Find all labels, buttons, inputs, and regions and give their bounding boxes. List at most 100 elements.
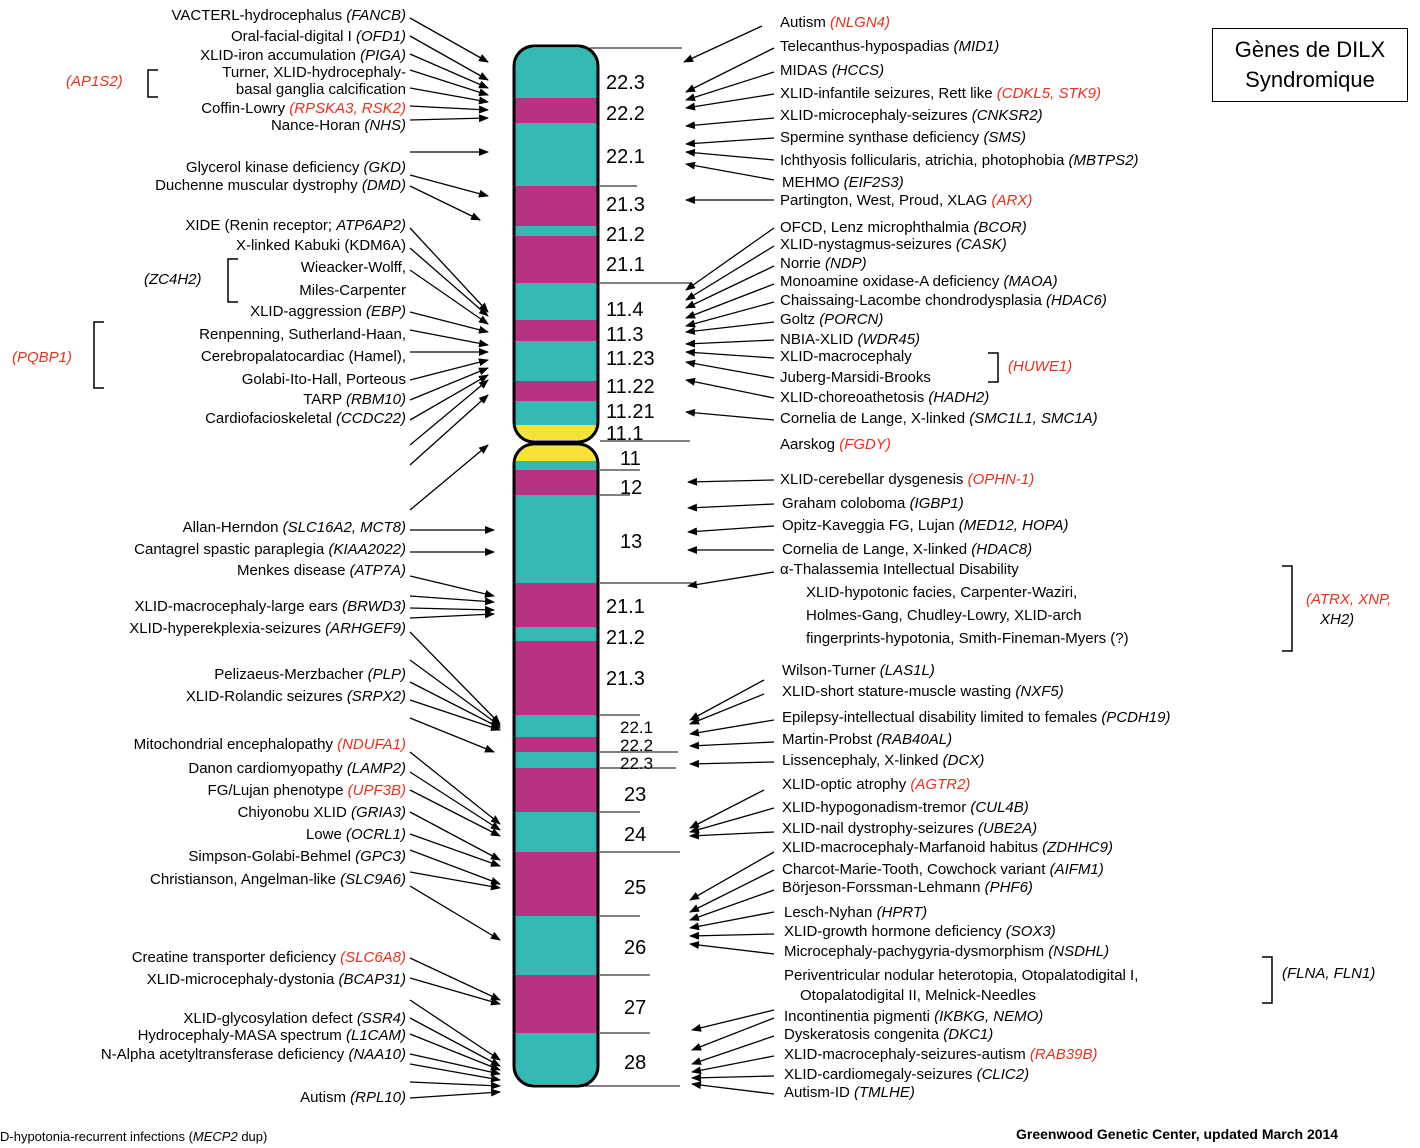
title-line-1: Gènes de DILX	[1234, 37, 1386, 62]
right-syndrome-label: Graham coloboma (IGBP1)	[782, 495, 964, 512]
left-syndrome-label: Wieacker-Wolff,	[300, 259, 406, 276]
left-syndrome-label: Cardiofacioskeletal (CCDC22)	[205, 410, 406, 427]
band-label-p: 11.1	[606, 423, 644, 445]
right-syndrome-label: XLID-growth hormone deficiency (SOX3)	[784, 923, 1056, 940]
band-label-q: 21.2	[606, 627, 645, 649]
footer-credit: Greenwood Genetic Center, updated March …	[1016, 1126, 1339, 1142]
left-pointer-arrow	[409, 1063, 501, 1083]
right-syndrome-label: XLID-nystagmus-seizures (CASK)	[780, 236, 1007, 253]
left-pointer-arrow	[409, 849, 501, 885]
left-pointer-arrow	[409, 833, 501, 867]
left-pointer-arrow	[409, 444, 489, 511]
band-q	[514, 495, 598, 583]
left-pointer-arrow	[409, 871, 501, 891]
left-pointer-arrow	[409, 789, 501, 837]
right-syndrome-label: Norrie (NDP)	[780, 255, 867, 272]
right-pointer-arrow	[689, 911, 775, 931]
left-pointer-arrow	[409, 374, 489, 421]
left-pointer-arrow	[409, 329, 489, 348]
right-syndrome-label: Holmes-Gang, Chudley-Lowry, XLID-arch	[806, 607, 1082, 624]
right-pointer-arrow	[689, 851, 775, 901]
left-pointer-arrow	[409, 605, 495, 614]
right-pointer-arrow	[689, 889, 775, 921]
left-syndrome-label: Cantagrel spastic paraplegia (KIAA2022)	[134, 541, 406, 558]
right-syndrome-label: Microcephaly-pachygyria-dysmorphism (NSD…	[784, 943, 1110, 960]
band-label-q: 12	[620, 477, 643, 499]
right-pointer-arrow	[691, 1009, 775, 1032]
right-syndrome-label: XLID-hypogonadism-tremor (CUL4B)	[782, 799, 1029, 816]
right-pointer-arrow	[685, 265, 775, 309]
right-pointer-arrow	[689, 679, 765, 721]
left-syndrome-label: Christianson, Angelman-like (SLC9A6)	[150, 871, 406, 888]
left-syndrome-label: Renpenning, Sutherland-Haan,	[199, 326, 406, 343]
band-p	[514, 236, 598, 283]
band-q	[514, 768, 598, 812]
left-pointer-arrow	[409, 394, 489, 466]
left-syndrome-label: Chiyonobu XLID (GRIA3)	[237, 804, 406, 821]
left-pointer-arrow	[409, 35, 489, 81]
right-syndrome-label: Chaissaing-Lacombe chondrodysplasia (HDA…	[780, 292, 1107, 309]
right-syndrome-label: Opitz-Kaveggia FG, Lujan (MED12, HOPA)	[782, 517, 1069, 534]
band-q	[514, 812, 598, 852]
right-syndrome-label: Goltz (PORCN)	[780, 311, 884, 328]
band-q	[514, 715, 598, 737]
title-line-2: Syndromique	[1245, 67, 1375, 92]
left-pointer-arrow	[409, 114, 489, 123]
band-q	[514, 737, 598, 752]
right-pointer-arrow	[689, 931, 775, 940]
band-q	[514, 1033, 598, 1084]
left-pointer-arrow	[409, 771, 501, 831]
left-pointer-arrow	[409, 610, 495, 619]
right-pointer-arrow	[687, 571, 775, 589]
left-pointer-arrow	[409, 885, 501, 941]
right-pointer-arrow	[687, 525, 775, 536]
left-syndrome-label: Turner, XLID-hydrocephaly-	[222, 64, 406, 81]
right-syndrome-label: Epilepsy-intellectual disability limited…	[782, 709, 1171, 726]
left-syndrome-label: Creatine transporter deficiency (SLC6A8)	[131, 949, 406, 966]
left-syndrome-label: XLID-macrocephaly-large ears (BRWD3)	[134, 598, 406, 615]
band-label-p: 21.3	[606, 194, 645, 216]
right-syndrome-label: Lesch-Nyhan (HPRT)	[784, 904, 928, 921]
left-pointer-arrow	[409, 999, 501, 1061]
right-pointer-arrow	[685, 93, 775, 111]
left-syndrome-label: Duchenne muscular dystrophy (DMD)	[155, 177, 406, 194]
right-syndrome-label: fingerprints-hypotonia, Smith-Fineman-My…	[806, 630, 1129, 647]
right-pointer-arrow	[691, 1081, 775, 1095]
right-pointer-arrow	[689, 719, 775, 737]
p-arm	[514, 48, 598, 440]
left-syndrome-label: Nance-Horan (NHS)	[270, 117, 406, 134]
right-syndrome-label: XLID-short stature-muscle wasting (NXF5)	[782, 683, 1064, 700]
gene-xh2: XH2)	[1320, 611, 1355, 628]
left-pointer-arrow	[409, 631, 501, 725]
gene-pqbp1: (PQBP1)	[12, 349, 73, 366]
left-syndrome-label: TARP (RBM10)	[303, 391, 406, 408]
right-pointer-arrow	[689, 941, 775, 955]
left-pointer-arrow	[409, 1033, 501, 1071]
left-pointer-arrow	[409, 185, 481, 221]
left-syndrome-label: Golabi-Ito-Hall, Porteous	[241, 371, 406, 388]
band-p	[514, 283, 598, 320]
right-syndrome-label: Otopalatodigital II, Melnick-Needles	[800, 987, 1036, 1004]
band-label-q: 23	[624, 784, 647, 806]
band-label-q: 11	[620, 448, 641, 470]
left-pointer-arrow	[409, 367, 489, 401]
bracket-zc4h2	[227, 258, 238, 303]
left-syndrome-label: Autism (RPL10)	[300, 1089, 406, 1106]
left-pointer-arrow	[409, 358, 489, 381]
band-label-q: 22.3	[620, 754, 654, 773]
right-syndrome-label: XLID-infantile seizures, Rett like (CDKL…	[780, 85, 1101, 102]
left-syndrome-label: basal ganglia calcification	[235, 81, 406, 98]
right-syndrome-label: Aarskog (FGDY)	[780, 436, 891, 453]
footer-note-end: dup)	[237, 1129, 268, 1144]
right-pointer-arrow	[685, 227, 775, 291]
left-pointer-arrow	[409, 69, 489, 97]
right-pointer-arrow	[685, 137, 775, 148]
left-syndrome-label: XLID-glycosylation defect (SSR4)	[183, 1010, 406, 1027]
left-syndrome-label: Cerebropalatocardiac (Hamel),	[200, 348, 406, 365]
right-syndrome-label: Periventricular nodular heterotopia, Oto…	[784, 967, 1139, 984]
right-pointer-arrow	[691, 1017, 775, 1051]
left-pointer-arrow	[409, 1053, 501, 1076]
left-pointer-arrow	[409, 87, 489, 105]
left-syndrome-label: XLID-microcephaly-dystonia (BCAP31)	[146, 971, 406, 988]
